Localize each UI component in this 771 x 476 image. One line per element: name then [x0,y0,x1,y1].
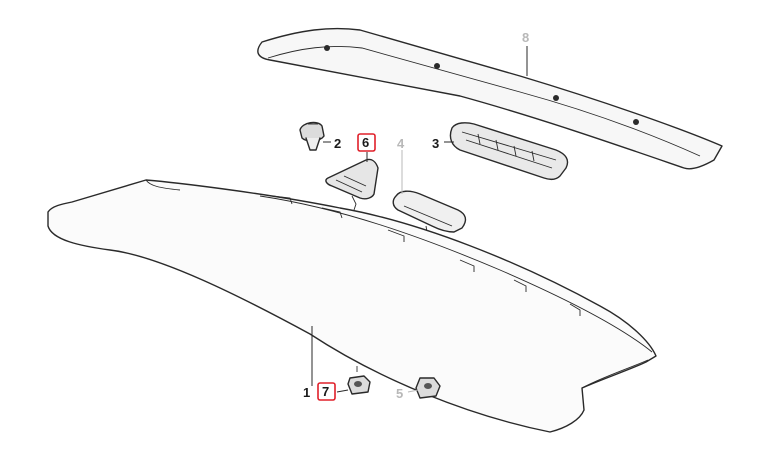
leader-5 [407,389,419,393]
part-3-brake-light [449,122,569,181]
part-1-trunk-panel [47,179,657,433]
part-7-nut [347,375,371,395]
callout-7: 7 [322,384,329,399]
callout-8: 8 [522,30,529,45]
callout-6-highlight [357,133,376,152]
callout-6: 6 [362,135,369,150]
callout-3: 3 [432,136,439,151]
callout-7-highlight [317,382,336,401]
callout-1: 1 [303,385,310,400]
part-2-clip [299,121,325,151]
callout-5: 5 [396,386,403,401]
part-8-spoiler-strip [257,27,723,170]
part-5-nut [415,377,441,399]
callout-2: 2 [334,136,341,151]
leader-7 [336,389,349,393]
part-6-bracket [325,158,379,211]
callout-4: 4 [397,136,405,151]
